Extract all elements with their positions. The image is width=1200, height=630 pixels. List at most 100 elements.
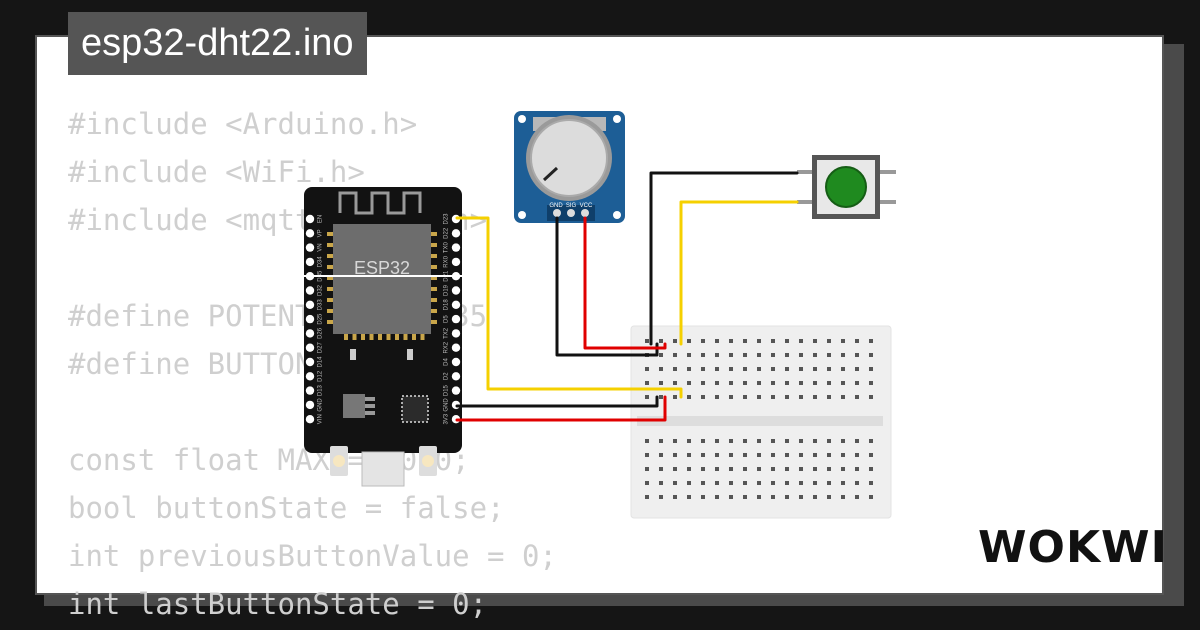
- header-pin: [451, 257, 461, 267]
- breadboard-hole: [757, 495, 761, 499]
- pin-label: VIN: [318, 414, 324, 424]
- code-line: int previousButtonValue = 0;: [68, 539, 557, 573]
- breadboard-hole: [701, 495, 705, 499]
- module-pad: [431, 232, 437, 236]
- breadboard-hole: [841, 367, 845, 371]
- breadboard-hole: [729, 353, 733, 357]
- breadboard-hole: [869, 353, 873, 357]
- module-pad: [431, 276, 437, 280]
- breadboard-hole: [715, 339, 719, 343]
- code-line: #include <WiFi.h>: [68, 155, 365, 189]
- breadboard-hole: [645, 367, 649, 371]
- pin-label: 3V3: [444, 413, 450, 424]
- breadboard-hole: [687, 395, 691, 399]
- breadboard-hole: [813, 367, 817, 371]
- breadboard-hole: [855, 467, 859, 471]
- header-pin: [305, 400, 315, 410]
- breadboard-hole: [799, 467, 803, 471]
- module-pad: [395, 334, 399, 340]
- breadboard-hole: [743, 339, 747, 343]
- breadboard-hole: [771, 353, 775, 357]
- breadboard-hole: [757, 395, 761, 399]
- breadboard-hole: [715, 439, 719, 443]
- breadboard-hole: [729, 453, 733, 457]
- breadboard-hole: [785, 339, 789, 343]
- pushbutton: [797, 155, 896, 219]
- pin-label: D12: [318, 370, 324, 382]
- breadboard-hole: [659, 453, 663, 457]
- module-pad: [386, 334, 391, 340]
- module-pad: [327, 232, 333, 236]
- header-pin: [305, 286, 315, 295]
- breadboard-hole: [687, 481, 691, 485]
- breadboard-hole: [659, 339, 663, 343]
- breadboard-hole: [827, 439, 831, 443]
- breadboard-hole: [729, 367, 733, 371]
- breadboard-hole: [785, 439, 789, 443]
- breadboard-hole: [813, 339, 817, 343]
- pin-label: D27: [318, 342, 324, 354]
- breadboard-hole: [645, 453, 649, 457]
- breadboard-hole: [827, 339, 831, 343]
- breadboard-hole: [827, 367, 831, 371]
- breadboard-hole: [827, 353, 831, 357]
- breadboard-holes: [645, 339, 873, 499]
- header-pin: [451, 286, 461, 295]
- pin-label: D18: [444, 299, 450, 311]
- pin-label: D4: [444, 358, 450, 366]
- header-pin: [305, 214, 315, 224]
- breadboard-hole: [729, 439, 733, 443]
- pin-label: D34: [318, 256, 324, 268]
- breadboard-hole: [715, 495, 719, 499]
- breadboard-hole: [869, 381, 873, 385]
- breadboard-hole: [771, 339, 775, 343]
- breadboard-hole: [729, 381, 733, 385]
- module-pad: [378, 334, 382, 340]
- header-pin: [451, 357, 461, 367]
- pin-label: D13: [318, 384, 324, 396]
- pin-label: D14: [318, 356, 324, 368]
- breadboard-hole: [855, 367, 859, 371]
- breadboard-hole: [687, 339, 691, 343]
- module-pad: [327, 243, 333, 247]
- breadboard-hole: [757, 481, 761, 485]
- pin-label: D32: [318, 284, 324, 296]
- breadboard-hole: [855, 495, 859, 499]
- breadboard-hole: [757, 467, 761, 471]
- breadboard-hole: [799, 481, 803, 485]
- wire-button-signal: [679, 200, 799, 346]
- breadboard-hole: [869, 495, 873, 499]
- pin-label: GND: [444, 398, 450, 412]
- breadboard-hole: [715, 381, 719, 385]
- pin-label: RX2: [444, 341, 450, 353]
- breadboard-hole: [743, 495, 747, 499]
- module-pad: [344, 334, 348, 340]
- breadboard-hole: [743, 467, 747, 471]
- module-pad: [327, 287, 333, 291]
- pin-label: VP: [318, 229, 324, 237]
- pin-label: D2: [444, 372, 450, 380]
- code-line: #include <Arduino.h>: [68, 107, 418, 141]
- header-pin: [451, 314, 461, 324]
- header-pin: [305, 415, 315, 424]
- breadboard-hole: [841, 481, 845, 485]
- header-pin: [451, 300, 461, 309]
- breadboard-hole: [701, 339, 705, 343]
- breadboard-hole: [757, 353, 761, 357]
- breadboard-hole: [813, 353, 817, 357]
- breadboard-hole: [715, 353, 719, 357]
- pin-label: GND: [318, 398, 324, 412]
- potentiometer-pointer: [542, 166, 559, 182]
- breadboard-hole: [701, 395, 705, 399]
- breadboard-hole: [729, 395, 733, 399]
- breadboard-hole: [771, 453, 775, 457]
- breadboard-hole: [771, 467, 775, 471]
- breadboard-hole: [869, 395, 873, 399]
- breadboard-hole: [855, 381, 859, 385]
- potentiometer-pin-sig: [567, 209, 575, 217]
- breadboard-hole: [673, 395, 677, 399]
- breadboard-hole: [673, 453, 677, 457]
- module-pad: [327, 265, 333, 269]
- breadboard-hole: [701, 481, 705, 485]
